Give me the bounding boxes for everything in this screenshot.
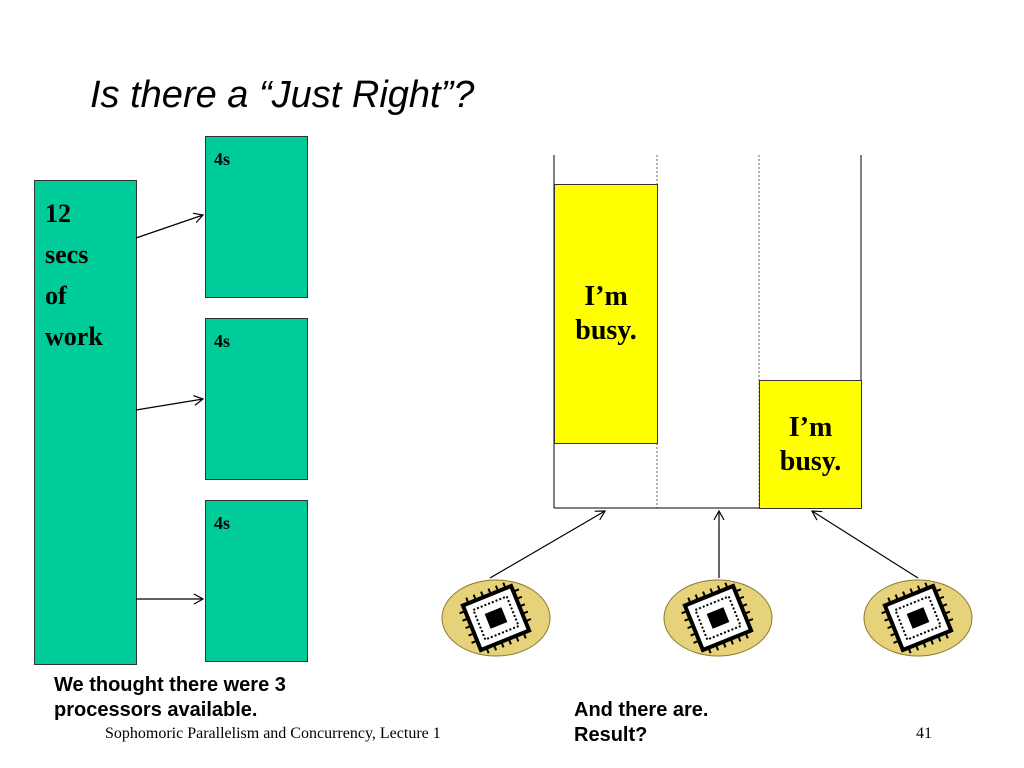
processor-chip-icon [441,579,551,657]
chip-arrow-3 [810,510,919,579]
processor-chip-icon [663,579,773,657]
split-arrow-2 [135,394,205,411]
task-block-1: 4s [205,136,308,298]
task-label-3: 4s [214,513,231,533]
task-label-2: 4s [214,331,231,351]
busy-block-2: I’m busy. [759,380,862,509]
chip-arrow-1 [489,510,607,579]
busy-block-1: I’m busy. [554,184,658,444]
slide-title: Is there a “Just Right”? [90,74,475,116]
caption-right: And there are. Result? [574,699,709,746]
footer-course: Sophomoric Parallelism and Concurrency, … [105,725,441,742]
task-block-2: 4s [205,318,308,480]
busy-label-2: I’m busy. [779,411,842,477]
work-block: 12 secs of work [34,180,137,665]
task-label-1: 4s [214,149,231,169]
caption-left: We thought there were 3 processors avail… [54,674,286,721]
processor-chip-icon [863,579,973,657]
split-arrow-1 [135,212,205,239]
busy-label-1: I’m busy. [575,281,637,346]
task-block-3: 4s [205,500,308,662]
work-label: 12 secs of work [45,199,103,351]
footer-page-number: 41 [916,725,932,742]
